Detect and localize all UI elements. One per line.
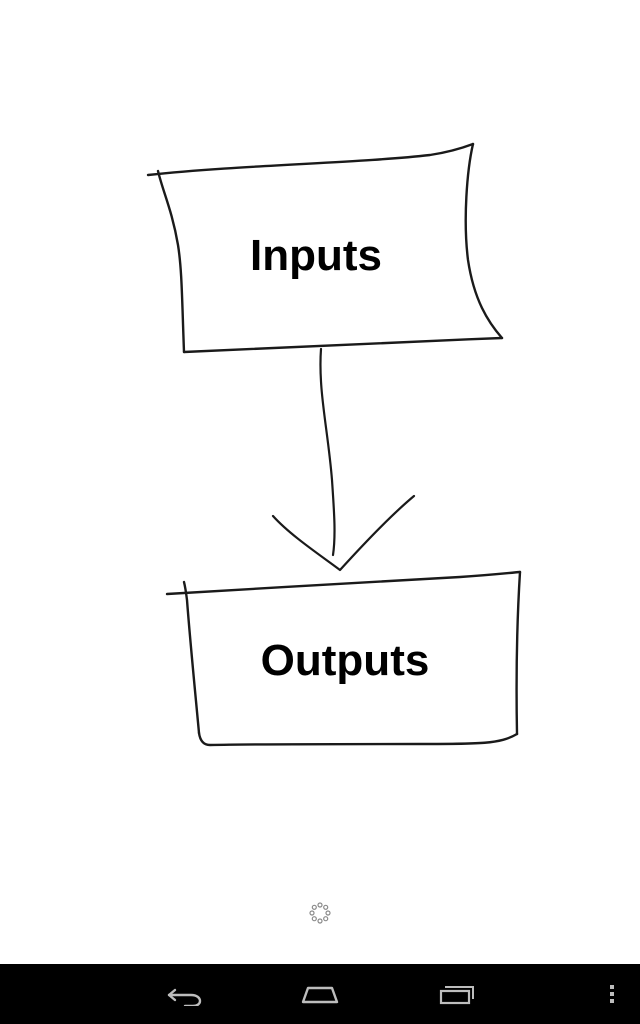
arrow-inputs-to-outputs xyxy=(271,347,416,572)
outputs-label: Outputs xyxy=(260,636,430,685)
home-button[interactable] xyxy=(280,964,360,1024)
back-button[interactable] xyxy=(145,964,225,1024)
recents-icon xyxy=(439,986,474,1005)
arrow-head xyxy=(271,494,416,572)
inputs-box-bottom-edge xyxy=(182,336,504,354)
outputs-box-top-edge xyxy=(165,570,522,596)
overflow-menu-icon xyxy=(610,985,614,1003)
back-icon xyxy=(167,988,202,1006)
outputs-box[interactable] xyxy=(165,570,522,747)
recents-button[interactable] xyxy=(417,964,497,1024)
overflow-menu-button[interactable] xyxy=(596,964,628,1024)
sketch-layer xyxy=(146,142,522,747)
inputs-box[interactable] xyxy=(146,142,504,354)
spinner-icon xyxy=(308,901,332,925)
inputs-box-top-edge xyxy=(146,142,475,177)
drawing-canvas[interactable]: Inputs Outputs xyxy=(0,0,640,964)
outputs-box-left-edge xyxy=(182,580,201,735)
outputs-box-right-edge xyxy=(515,570,522,736)
inputs-label: Inputs xyxy=(250,231,382,280)
arrow-shaft xyxy=(319,347,336,557)
inputs-box-left-edge xyxy=(156,169,186,354)
outputs-box-bottom-edge xyxy=(197,731,519,747)
system-navigation-bar xyxy=(0,964,640,1024)
home-icon xyxy=(301,986,339,1004)
inputs-box-right-edge xyxy=(464,142,504,340)
